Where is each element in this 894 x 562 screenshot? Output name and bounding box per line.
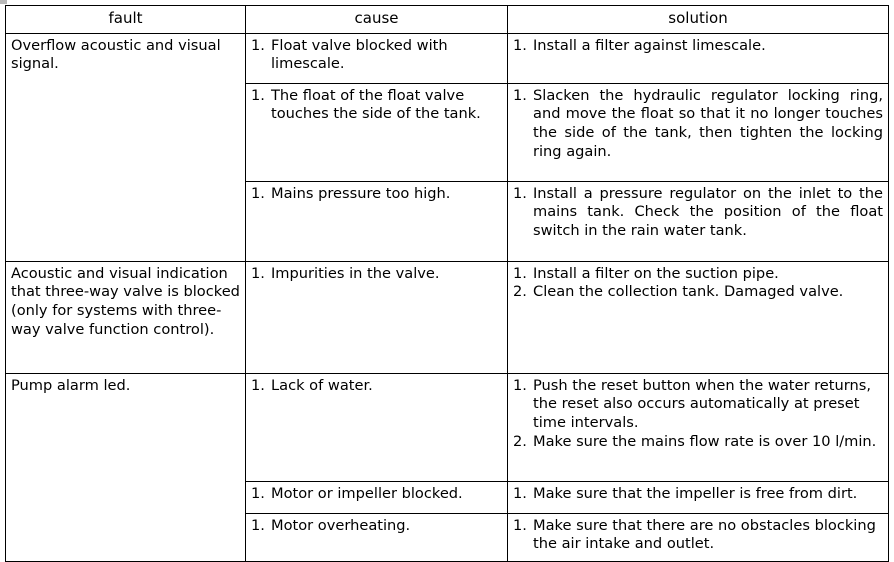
fault-text: Pump alarm led. bbox=[11, 376, 131, 394]
solution-item: 1. Install a filter on the suction pipe. bbox=[513, 265, 883, 284]
solution-item-text: Make sure that there are no obstacles bl… bbox=[533, 516, 876, 553]
solution-list: 1. Install a filter against limescale. bbox=[513, 37, 883, 79]
cause-item-text: Impurities in the valve. bbox=[271, 264, 440, 282]
cause-list: 1. Lack of water. bbox=[251, 377, 502, 477]
cause-cell: 1. Lack of water. bbox=[245, 372, 508, 482]
solution-cell: 1. Make sure that the impeller is free fr… bbox=[507, 480, 889, 514]
cause-item-text: Motor or impeller blocked. bbox=[271, 484, 463, 502]
cause-list: 1. Mains pressure too high. bbox=[251, 185, 502, 257]
cause-list: 1. Float valve blocked with limescale. bbox=[251, 37, 502, 79]
column-header-solution: solution bbox=[507, 5, 889, 34]
cause-item-number: 1. bbox=[251, 36, 265, 54]
fault-cell: Overflow acoustic and visual signal. bbox=[5, 32, 246, 262]
solution-list: 1.Install a filter on the suction pipe.2… bbox=[513, 265, 883, 369]
solution-item-number: 2. bbox=[513, 433, 527, 451]
fault-text: Acoustic and visual indication that thre… bbox=[11, 264, 245, 339]
table-body: Overflow acoustic and visual signal. 1. Fl… bbox=[5, 32, 889, 562]
table-row: 1. Motor or impeller blocked. 1. Make sure … bbox=[6, 480, 889, 514]
solution-list: 1. Slacken the hydraulic regulator lockin… bbox=[513, 87, 883, 177]
fault-cell: Acoustic and visual indication that thre… bbox=[5, 260, 246, 374]
solution-item: 1. Install a pressure regulator on the in… bbox=[513, 185, 883, 242]
solution-item-text: Slacken the hydraulic regulator locking … bbox=[533, 86, 883, 161]
cause-cell: 1. Motor overheating. bbox=[245, 512, 508, 562]
fault-text: Overflow acoustic and visual signal. bbox=[11, 36, 226, 73]
solution-item-number: 2. bbox=[513, 283, 527, 301]
header-row: fault cause solution bbox=[5, 5, 889, 34]
solution-item: 1. Push the reset button when the water r… bbox=[513, 377, 883, 434]
solution-item-number: 1. bbox=[513, 36, 527, 54]
solution-item: 1. Slacken the hydraulic regulator lockin… bbox=[513, 87, 883, 163]
solution-item-text: Install a filter on the suction pipe. bbox=[533, 264, 779, 282]
cause-list: 1. Motor or impeller blocked. bbox=[251, 485, 502, 509]
solution-cell: 1. Install a pressure regulator on the in… bbox=[507, 180, 889, 262]
cause-item: 1. Lack of water. bbox=[251, 377, 502, 396]
fault-cause-solution-table: fault cause solution Overflow acoustic a… bbox=[5, 5, 889, 562]
solution-item-text: Install a pressure regulator on the inle… bbox=[533, 184, 883, 240]
solution-cell: 1.Install a filter on the suction pipe.2… bbox=[507, 260, 889, 374]
cause-item-text: Motor overheating. bbox=[271, 516, 411, 534]
solution-item: 1. Make sure that there are no obstacles … bbox=[513, 517, 883, 555]
fault-cell: Pump alarm led. bbox=[5, 372, 246, 562]
cause-item: 1. The float of the float valve touches t… bbox=[251, 87, 502, 125]
solution-list: 1. Push the reset button when the water r… bbox=[513, 377, 883, 477]
cause-item-number: 1. bbox=[251, 184, 265, 202]
solution-item-number: 1. bbox=[513, 516, 527, 534]
table-row: Acoustic and visual indication that thre… bbox=[5, 260, 889, 374]
solution-item: 2. Make sure the mains flow rate is over … bbox=[513, 433, 883, 452]
solution-item-number: 1. bbox=[513, 184, 527, 202]
cause-item: 1. Motor overheating. bbox=[251, 517, 502, 536]
cause-item-text: The float of the float valve touches the… bbox=[271, 86, 481, 123]
solution-item-number: 1. bbox=[513, 376, 527, 394]
cause-item-number: 1. bbox=[251, 264, 265, 282]
column-header-fault: fault bbox=[5, 5, 246, 34]
cause-item: 1. Impurities in the valve. bbox=[251, 265, 502, 284]
cause-item: 1. Mains pressure too high. bbox=[251, 185, 502, 204]
solution-list: 1. Make sure that the impeller is free fr… bbox=[513, 485, 883, 509]
solution-item: 1. Make sure that the impeller is free fr… bbox=[513, 485, 883, 504]
cause-item-number: 1. bbox=[251, 376, 265, 394]
solution-cell: 1. Slacken the hydraulic regulator lockin… bbox=[507, 82, 889, 182]
cause-item-number: 1. bbox=[251, 484, 265, 502]
cause-item-text: Lack of water. bbox=[271, 376, 373, 394]
scan-artifact bbox=[0, 0, 7, 4]
cause-cell: 1. Mains pressure too high. bbox=[245, 180, 508, 262]
cause-item-text: Mains pressure too high. bbox=[271, 184, 451, 202]
table-row: 1. The float of the float valve touches t… bbox=[6, 82, 889, 182]
table-row: Pump alarm led. 1. Lack of water. 1. Push th… bbox=[5, 372, 889, 562]
table-row: Overflow acoustic and visual signal. 1. Fl… bbox=[5, 32, 889, 262]
cause-item: 1. Float valve blocked with limescale. bbox=[251, 37, 502, 75]
cause-cell: 1. Motor or impeller blocked. bbox=[245, 480, 508, 514]
solution-item-text: Install a filter against limescale. bbox=[533, 36, 766, 54]
cause-list: 1. Impurities in the valve. bbox=[251, 265, 502, 369]
cause-item-text: Float valve blocked with limescale. bbox=[271, 36, 448, 73]
solution-item-number: 1. bbox=[513, 86, 527, 104]
cause-item-number: 1. bbox=[251, 516, 265, 534]
solution-cell: 1. Make sure that there are no obstacles … bbox=[507, 512, 889, 562]
column-header-cause: cause bbox=[245, 5, 508, 34]
solution-item-text: Push the reset button when the water ret… bbox=[533, 376, 871, 432]
solution-list: 1. Make sure that there are no obstacles … bbox=[513, 517, 883, 557]
cause-cell: 1. Impurities in the valve. bbox=[245, 260, 508, 374]
solution-list: 1. Install a pressure regulator on the in… bbox=[513, 185, 883, 257]
cause-list: 1. The float of the float valve touches t… bbox=[251, 87, 502, 177]
cause-list: 1. Motor overheating. bbox=[251, 517, 502, 557]
solution-item-text: Make sure that the impeller is free from… bbox=[533, 484, 858, 502]
solution-item-number: 1. bbox=[513, 264, 527, 282]
solution-item-text: Clean the collection tank. Damaged valve… bbox=[533, 283, 844, 301]
table-header: fault cause solution bbox=[5, 5, 889, 34]
cause-item: 1. Motor or impeller blocked. bbox=[251, 485, 502, 504]
cause-cell: 1. Float valve blocked with limescale. bbox=[245, 32, 508, 84]
solution-item-text: Make sure the mains flow rate is over 10… bbox=[533, 433, 877, 451]
solution-item: 2. Clean the collection tank. Damaged val… bbox=[513, 283, 883, 302]
cause-cell: 1. The float of the float valve touches t… bbox=[245, 82, 508, 182]
solution-cell: 1. Install a filter against limescale. bbox=[507, 32, 889, 84]
solution-cell: 1. Push the reset button when the water r… bbox=[507, 372, 889, 482]
cause-item-number: 1. bbox=[251, 86, 265, 104]
solution-item-number: 1. bbox=[513, 484, 527, 502]
solution-item: 1. Install a filter against limescale. bbox=[513, 37, 883, 56]
